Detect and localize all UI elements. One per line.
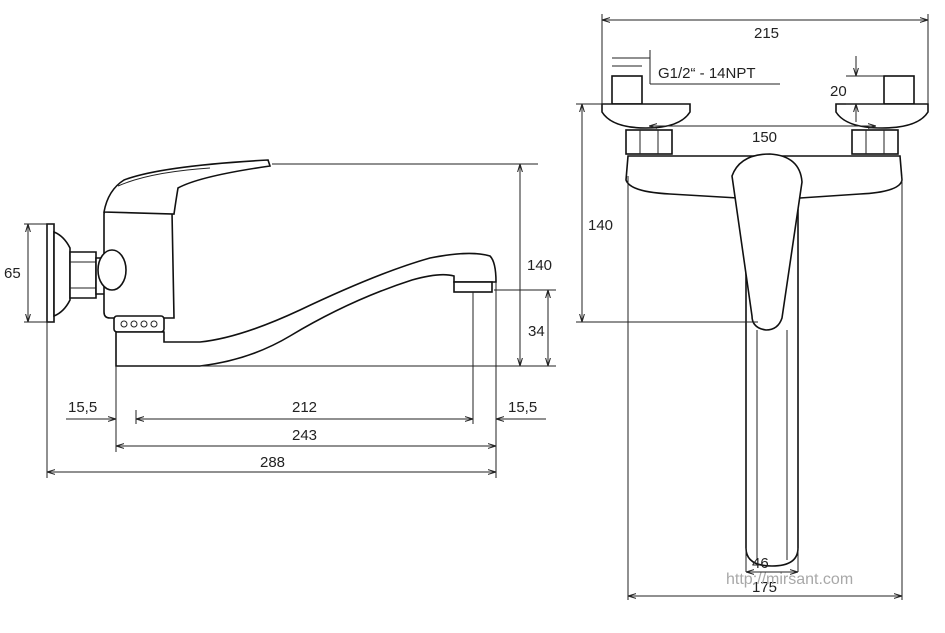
wall-flange [46,223,55,323]
dim-15-5-left: 15,5 [68,399,97,416]
dim-140-front: 140 [588,217,613,234]
left-cap [611,75,643,105]
dim-288: 288 [260,454,285,471]
left-nut [625,129,673,155]
right-flange [835,103,929,129]
watermark: http://mirsant.com [726,571,853,588]
dim-34: 34 [528,323,545,340]
dim-175: 175 [752,579,777,596]
flange-bell [53,230,71,318]
dim-65: 65 [4,265,21,282]
thread-spec: G1/2“ - 14NPT [658,65,756,82]
right-cap [883,75,915,105]
side-view: 140 34 65 15,5 212 15,5 243 288 [4,159,556,478]
dim-140-side: 140 [527,257,552,274]
body-cap [97,249,127,291]
right-nut [851,129,899,155]
dim-15-5-right: 15,5 [508,399,537,416]
spout [115,252,497,367]
lever-handle [103,159,272,215]
front-lever [731,153,803,331]
side-hex-nut [69,251,97,299]
dim-243: 243 [292,427,317,444]
dim-215: 215 [754,25,779,42]
dim-150: 150 [752,129,777,146]
left-flange [601,103,691,129]
dim-212: 212 [292,399,317,416]
dim-20: 20 [830,83,847,100]
front-view: 215 G1/2“ - 14NPT 20 150 140 46 175 http… [576,14,929,600]
dim-46: 46 [752,555,769,572]
aerator [453,281,493,293]
